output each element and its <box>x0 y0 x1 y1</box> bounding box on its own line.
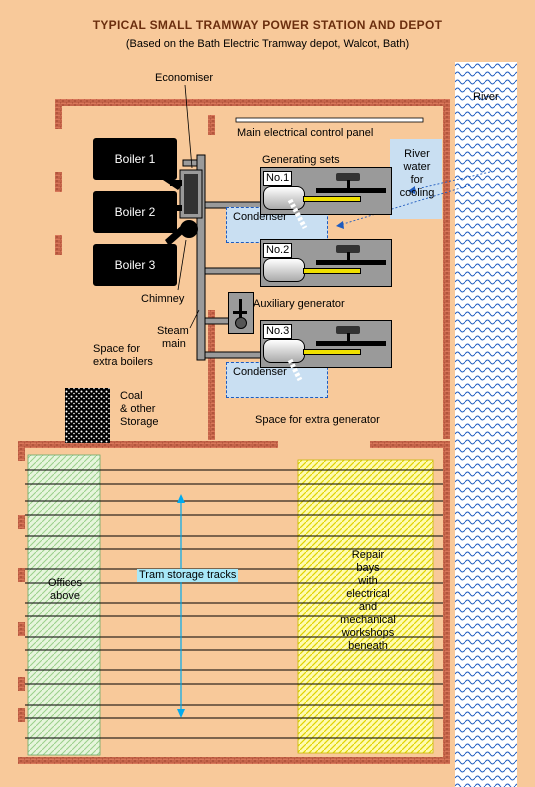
river-label: River <box>473 91 499 103</box>
generator-1: No.1 <box>260 167 392 215</box>
control-panel-label: Main electrical control panel <box>237 127 374 139</box>
generator-3: No.3 <box>260 320 392 368</box>
chimney-label: Chimney <box>141 293 185 305</box>
repair-bays-label: Repair bays with electrical and mechanic… <box>340 549 396 652</box>
boiler-1: Boiler 1 <box>93 138 177 180</box>
offices-label: Offices above <box>47 577 83 602</box>
space-boilers-label-1: Space for <box>93 343 141 355</box>
tram-tracks-label: Tram storage tracks <box>137 569 239 582</box>
diagram-subtitle: (Based on the Bath Electric Tramway depo… <box>125 38 410 50</box>
boiler-3: Boiler 3 <box>93 244 177 286</box>
steam-main-label-2: main <box>162 338 186 350</box>
river-water-label: River water for cooling <box>399 148 435 199</box>
space-generator-label: Space for extra generator <box>255 414 380 426</box>
coal-storage-label: Coal & other Storage <box>120 390 159 428</box>
diagram-title: TYPICAL SMALL TRAMWAY POWER STATION AND … <box>92 18 443 32</box>
aux-generator <box>228 292 254 334</box>
river <box>455 62 517 787</box>
condenser-2: Condenser <box>226 362 328 398</box>
boiler-2: Boiler 2 <box>93 191 177 233</box>
aux-generator-label: Auxiliary generator <box>253 298 345 310</box>
generating-sets-label: Generating sets <box>262 154 340 166</box>
economiser-label: Economiser <box>155 72 214 84</box>
generator-2: No.2 <box>260 239 392 287</box>
space-boilers-label-2: extra boilers <box>93 356 153 368</box>
steam-main-label-1: Steam <box>157 325 189 337</box>
